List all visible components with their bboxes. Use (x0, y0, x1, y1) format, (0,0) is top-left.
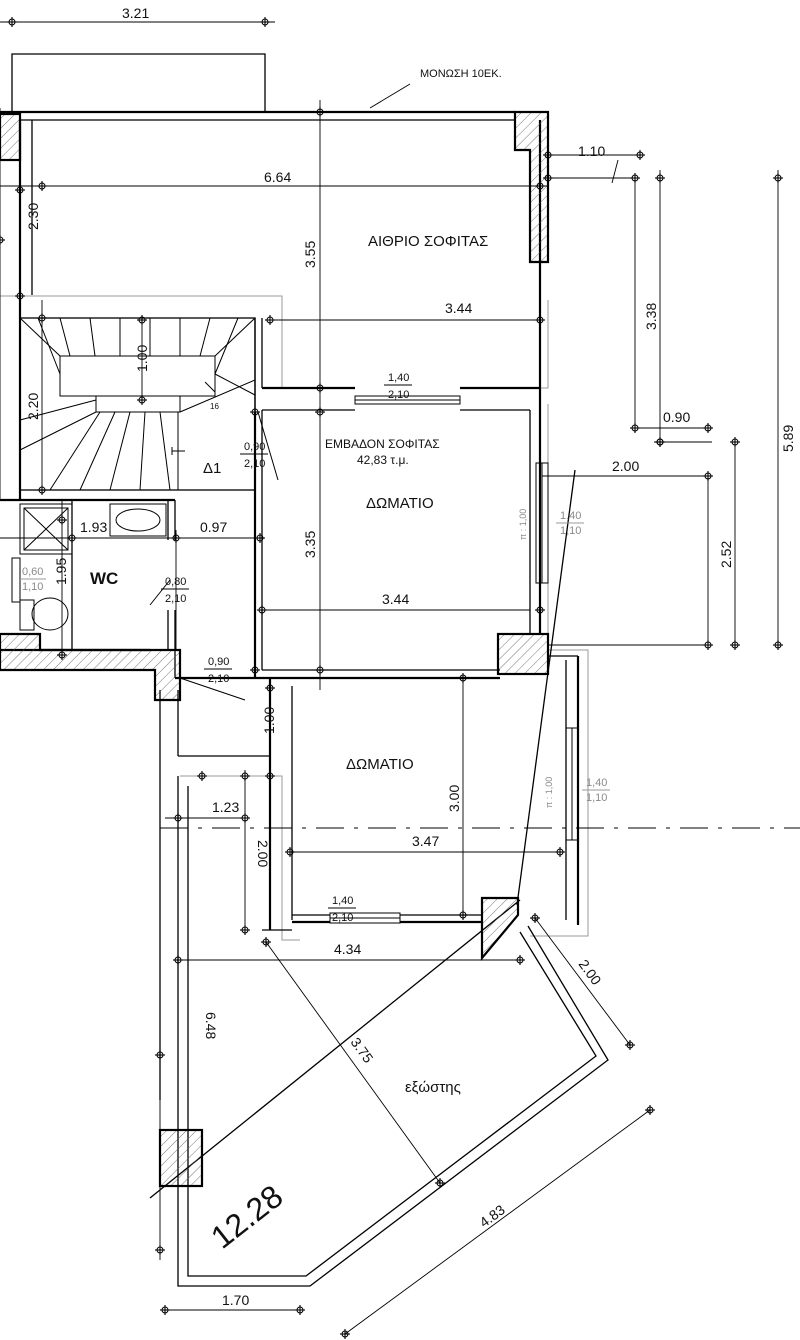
door-lower-tag: 0,90 2,10 (204, 656, 232, 685)
wc-label: WC (90, 569, 118, 588)
columns (0, 110, 550, 1188)
sill-height-room2: π : 1,00 (544, 777, 554, 808)
insulation-note: ΜΟΝΩΣΗ 10ΕΚ. (420, 68, 502, 80)
dim-355: 3.55 (302, 241, 318, 268)
svg-text:1,10: 1,10 (586, 792, 607, 804)
dim-434: 4.34 (334, 941, 361, 957)
dim-589: 5.89 (780, 425, 796, 452)
dim-100b: 1.00 (261, 707, 277, 734)
svg-text:1,40: 1,40 (560, 510, 581, 522)
dim-220: 2.20 (25, 393, 41, 420)
room2-label: ΔΩΜΑΤΙΟ (346, 756, 414, 773)
dim-170: 1.70 (222, 1292, 249, 1308)
svg-text:2,10: 2,10 (332, 912, 353, 924)
washbasin (109, 503, 167, 537)
dim-200b: 2.00 (255, 840, 271, 867)
svg-text:2,10: 2,10 (388, 389, 409, 401)
openings (149, 395, 579, 924)
dim-230: 2.30 (25, 203, 41, 230)
dim-252: 2.52 (718, 541, 734, 568)
toilet-bowl (31, 597, 69, 631)
dim-090: 0.90 (663, 409, 690, 425)
dim-347: 3.47 (412, 833, 439, 849)
svg-text:0,60: 0,60 (22, 566, 43, 578)
dimension-ticks (0, 17, 783, 1339)
svg-text:2,10: 2,10 (165, 593, 186, 605)
svg-text:1,10: 1,10 (22, 581, 43, 593)
sill-height-room1: π : 1,00 (518, 509, 528, 540)
svg-text:0,90: 0,90 (208, 656, 229, 668)
window-room1-tag: 1,40 1,10 (556, 510, 584, 537)
area-label: ΕΜΒΑΔΟΝ ΣΟΦΙΤΑΣ (325, 437, 440, 451)
dim-097: 0.97 (200, 519, 227, 535)
svg-text:1,10: 1,10 (560, 525, 581, 537)
dim-100a: 1.00 (134, 345, 150, 372)
outer-outline (0, 295, 589, 941)
balcony-label: εξώστης (405, 1079, 461, 1096)
door-wc-tag: 0,80 2,10 (161, 576, 189, 605)
balcony-area: 12.28 (204, 1178, 289, 1256)
door-room2-tag: 1,40 2,10 (328, 895, 356, 924)
svg-text:2,10: 2,10 (208, 673, 229, 685)
toilet-tank (19, 599, 35, 631)
dim-300: 3.00 (446, 785, 462, 812)
dim-110: 1.10 (578, 143, 605, 159)
area-value: 42,83 τ.μ. (357, 453, 409, 467)
dim-664: 6.64 (264, 169, 291, 185)
room1-label: ΔΩΜΑΤΙΟ (366, 495, 434, 512)
dim-200a: 2.00 (612, 458, 639, 474)
staircase: 16 (19, 317, 256, 491)
door-top-tag: 1,40 2,10 (384, 372, 412, 401)
dim-123: 1.23 (212, 799, 239, 815)
dim-335: 3.35 (302, 531, 318, 558)
svg-text:1,40: 1,40 (586, 777, 607, 789)
svg-text:1,40: 1,40 (332, 895, 353, 907)
dim-648: 6.48 (203, 1012, 219, 1039)
svg-text:2,10: 2,10 (244, 458, 265, 470)
dim-344b: 3.44 (382, 591, 409, 607)
dim-321: 3.21 (122, 5, 149, 21)
window-room2-tag: 1,40 1,10 (582, 777, 610, 804)
shower-tray (19, 503, 73, 555)
dim-338: 3.38 (643, 303, 659, 330)
stair-step-label: 16 (210, 402, 219, 411)
dim-200c: 2.00 (576, 956, 605, 988)
dim-195: 1.95 (53, 558, 69, 585)
sanitary-fixtures (11, 503, 167, 631)
dim-193: 1.93 (80, 519, 107, 535)
svg-text:0,80: 0,80 (165, 576, 186, 588)
svg-text:1,40: 1,40 (388, 372, 409, 384)
svg-text:0,90: 0,90 (244, 441, 265, 453)
door-d1-tag: 0,90 2,10 (240, 441, 268, 470)
window-wc-tag: 0,60 1,10 (20, 566, 46, 593)
dim-344a: 3.44 (445, 300, 472, 316)
d1-label: Δ1 (203, 460, 221, 477)
wc-window (11, 557, 21, 603)
atrium-label: ΑΙΘΡΙΟ ΣΟΦΙΤΑΣ (368, 233, 488, 250)
